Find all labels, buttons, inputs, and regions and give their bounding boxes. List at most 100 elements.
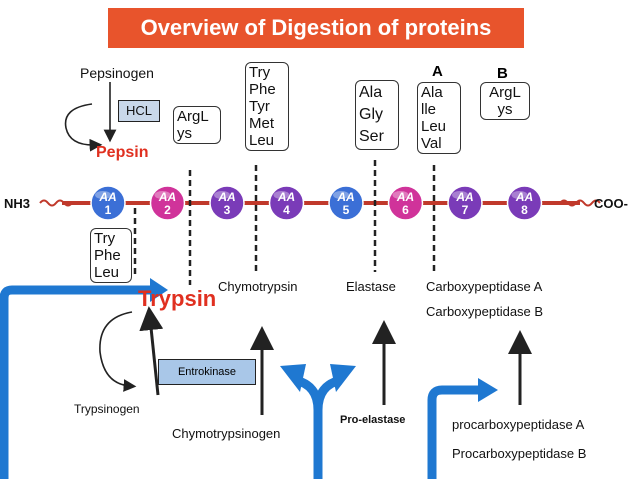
amino-acid-node: AA2 [149,185,186,221]
amino-acid-number: 5 [343,203,350,217]
pathway-right-arrowhead [478,378,498,402]
nh3-wave [39,199,73,207]
amino-acid-circle [90,185,126,221]
aa-label: Phe [249,81,276,98]
pathway-left-arrowhead [150,278,168,302]
amino-acid-number: 8 [521,203,528,217]
aa-label: ys [177,125,192,142]
aa-label: Leu [94,264,120,281]
trypsin-label: Trypsin [138,286,217,311]
amino-acid-number: 3 [224,203,231,217]
cpa-head: A [432,63,443,80]
amino-acid-highlight [452,191,468,199]
elastase-label: Elastase [346,279,396,294]
coo-label: COO- [594,196,628,211]
pathway-center-left [293,375,323,479]
amino-acid-circle [447,185,483,221]
amino-acid-highlight [392,191,409,199]
amino-acid-circle [328,185,364,221]
amino-acid-number: 1 [105,203,112,217]
pepsin-site-bracket: ArgL ys [173,106,221,144]
amino-acid-number: 6 [402,203,409,217]
aa-label: Gly [359,106,383,123]
trypsin-site-bracket: Try Phe Leu [90,228,132,283]
amino-acid-top-label: AA [396,190,414,204]
aa-label: ArgL [489,84,521,101]
aa-label: Leu [249,132,275,149]
chymotrypsin-site-bracket: Try Phe Tyr Met Leu [245,62,289,151]
aa-label: ArgL [177,108,209,125]
amino-acid-top-label: AA [455,190,473,204]
entrokinase-box: Entrokinase [158,359,256,385]
activation-arrows [139,306,532,415]
aa-label: Try [249,64,271,81]
amino-acid-top-label: AA [336,190,354,204]
aa-label: Phe [94,247,121,264]
amino-acid-node: AA6 [387,185,424,221]
pro-elastase-label: Pro-elastase [340,414,406,426]
carboxypeptidase-b-label: Carboxypeptidase B [426,304,544,319]
amino-acid-highlight [214,191,230,199]
amino-acid-highlight [154,191,171,199]
amino-acid-top-label: AA [515,190,533,204]
amino-acid-top-label: AA [217,190,235,204]
pepsin-arrows [64,82,137,392]
pathway-right [427,385,480,479]
elastase-site-bracket: Ala Gly Ser [355,80,399,150]
amino-acid-top-label: AA [158,190,176,204]
aa-label: Ala [421,84,443,101]
amino-acid-node: AA4 [268,185,305,221]
amino-acid-number: 7 [462,203,469,217]
procarboxypeptidase-b-label: Procarboxypeptidase B [452,446,587,461]
amino-acid-circle [387,185,424,221]
pepsin-cycle-arrow [64,103,103,152]
amino-acid-circle [268,185,305,221]
amino-acid-node: AA1 [90,185,126,221]
amino-acid-highlight [95,191,111,199]
procarboxypeptidase-a-label: procarboxypeptidase A [452,417,585,432]
aa-label: Tyr [249,98,270,115]
amino-acid-top-label: AA [277,190,295,204]
coo-wave [559,199,601,207]
cpb-head: B [497,65,508,82]
amino-acid-node: AA3 [209,185,245,221]
amino-acid-circle [149,185,186,221]
cpa-site-bracket: Ala lle Leu Val [417,82,461,154]
trypsinogen-label: Trypsinogen [74,402,140,416]
amino-acid-top-label: AA [98,190,116,204]
cleavage-lines [133,160,436,285]
amino-acid-circle [209,185,245,221]
pathway-center-left-arrowhead [280,364,306,392]
chymotrypsinogen-label: Chymotrypsinogen [172,426,281,441]
aa-label: ys [497,101,513,118]
amino-acid-highlight [511,191,528,199]
aa-label: Val [421,135,442,152]
cpb-site-bracket: ArgL ys [480,82,530,120]
pepsinogen-label: Pepsinogen [80,65,154,81]
carboxypeptidase-a-label: Carboxypeptidase A [426,279,543,294]
chymotrypsin-label: Chymotrypsin [218,279,298,294]
pathway-left [0,285,150,479]
trypsin-cycle-arrow [99,311,137,392]
hcl-box: HCL [118,100,160,122]
amino-acid-highlight [333,191,349,199]
pathway-center-right-arrowhead [330,364,356,392]
amino-acid-number: 4 [283,203,290,217]
amino-acid-number: 2 [164,203,171,217]
aa-label: Ser [359,128,384,145]
amino-acid-highlight [273,191,290,199]
aa-label: lle [421,101,437,118]
amino-acid-circle [506,185,543,221]
aa-label: Leu [421,118,447,135]
amino-acid-node: AA8 [506,185,543,221]
nh3-label: NH3 [4,196,31,211]
page-title: Overview of Digestion of proteins [108,8,524,48]
aa-label: Met [249,115,275,132]
pepsin-label: Pepsin [96,144,149,161]
amino-acid-node: AA5 [328,185,364,221]
aa-label: Ala [359,84,383,101]
aa-label: Try [94,230,116,247]
amino-acid-node: AA7 [447,185,483,221]
